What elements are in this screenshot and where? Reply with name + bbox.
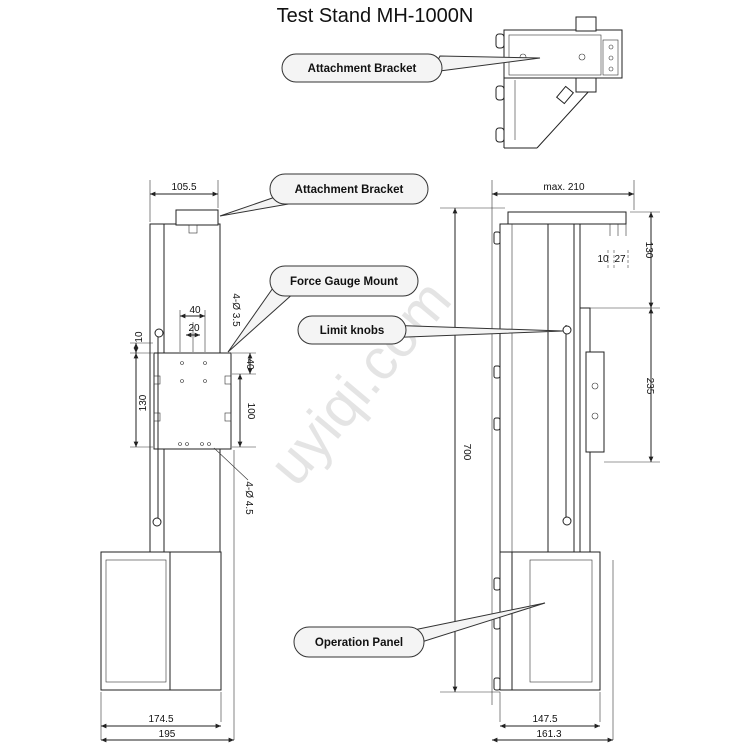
front-base xyxy=(100,551,222,691)
dim-100: 100 xyxy=(245,403,256,420)
dim-40-right: 40 xyxy=(244,358,255,370)
dim-4-phi-4-5: 4-Ø 4.5 xyxy=(243,481,254,515)
left-bracket-callout: Attachment Bracket xyxy=(219,173,429,217)
watermark-text: uyiqi.com xyxy=(256,268,463,497)
front-top-bracket xyxy=(175,209,219,226)
gauge-mount-callout: Force Gauge Mount xyxy=(227,265,419,353)
top-bracket-callout: Attachment Bracket xyxy=(281,53,541,83)
dim-235: 235 xyxy=(644,378,655,395)
dim-105-5: 105.5 xyxy=(171,182,196,193)
dim-40-top: 40 xyxy=(189,305,201,316)
dim-130-right: 130 xyxy=(643,242,654,259)
side-carriage xyxy=(585,351,605,453)
side-view xyxy=(440,180,660,743)
limit-knobs-label: Limit knobs xyxy=(320,325,385,337)
dim-20: 20 xyxy=(188,323,200,334)
dim-700: 700 xyxy=(461,444,472,461)
dim-195: 195 xyxy=(159,729,176,740)
limit-knobs-callout: Limit knobs xyxy=(297,315,564,345)
front-view xyxy=(100,180,256,743)
dim-27: 27 xyxy=(614,254,626,265)
dim-147-5: 147.5 xyxy=(532,714,557,725)
operation-panel-callout: Operation Panel xyxy=(293,602,546,658)
side-top-plate xyxy=(507,211,627,225)
operation-panel-label: Operation Panel xyxy=(315,637,403,649)
diagram-title: Test Stand MH-1000N xyxy=(277,5,474,27)
dim-161-3: 161.3 xyxy=(536,729,561,740)
dim-10-right: 10 xyxy=(597,254,609,265)
top-bracket-label: Attachment Bracket xyxy=(308,63,417,75)
dim-130-left: 130 xyxy=(138,394,149,411)
top-view xyxy=(495,16,623,149)
side-base xyxy=(499,551,601,691)
gauge-mount-label: Force Gauge Mount xyxy=(290,276,398,288)
dim-max-210: max. 210 xyxy=(543,182,585,193)
dim-10: 10 xyxy=(134,331,145,343)
gauge-mount-plate xyxy=(153,352,232,450)
dim-4-phi-3-5: 4-Ø 3.5 xyxy=(230,293,241,327)
left-bracket-label: Attachment Bracket xyxy=(295,184,404,196)
dim-174-5: 174.5 xyxy=(148,714,173,725)
